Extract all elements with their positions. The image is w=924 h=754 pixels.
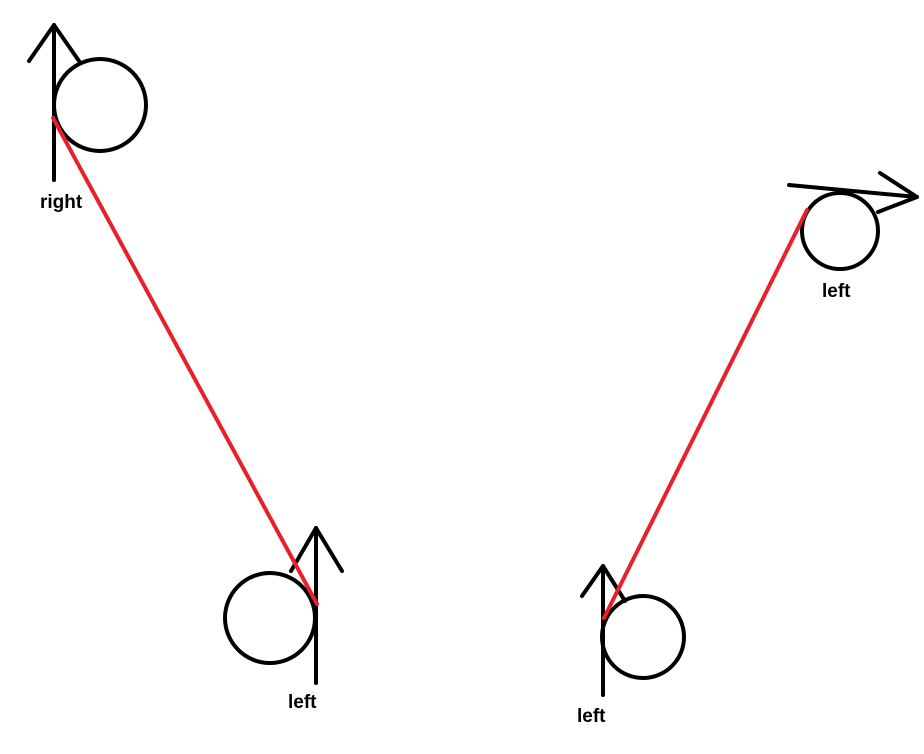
connector-line <box>602 208 809 620</box>
arrowhead-icon <box>876 171 919 214</box>
figure-label: left <box>822 281 851 302</box>
figure-label: left <box>288 692 317 713</box>
connector-line <box>51 116 319 606</box>
arrowhead-icon <box>289 526 344 573</box>
figure-top-right <box>787 171 919 271</box>
circle-icon <box>800 191 880 271</box>
arrowhead-icon <box>27 23 81 63</box>
circle-icon <box>52 57 148 153</box>
arrow-right-icon <box>787 183 919 199</box>
circle-icon <box>600 594 686 680</box>
figure-label: left <box>577 706 606 727</box>
circle-icon <box>223 571 317 665</box>
figure-top-left <box>27 23 148 182</box>
figure-label: right <box>40 192 83 213</box>
